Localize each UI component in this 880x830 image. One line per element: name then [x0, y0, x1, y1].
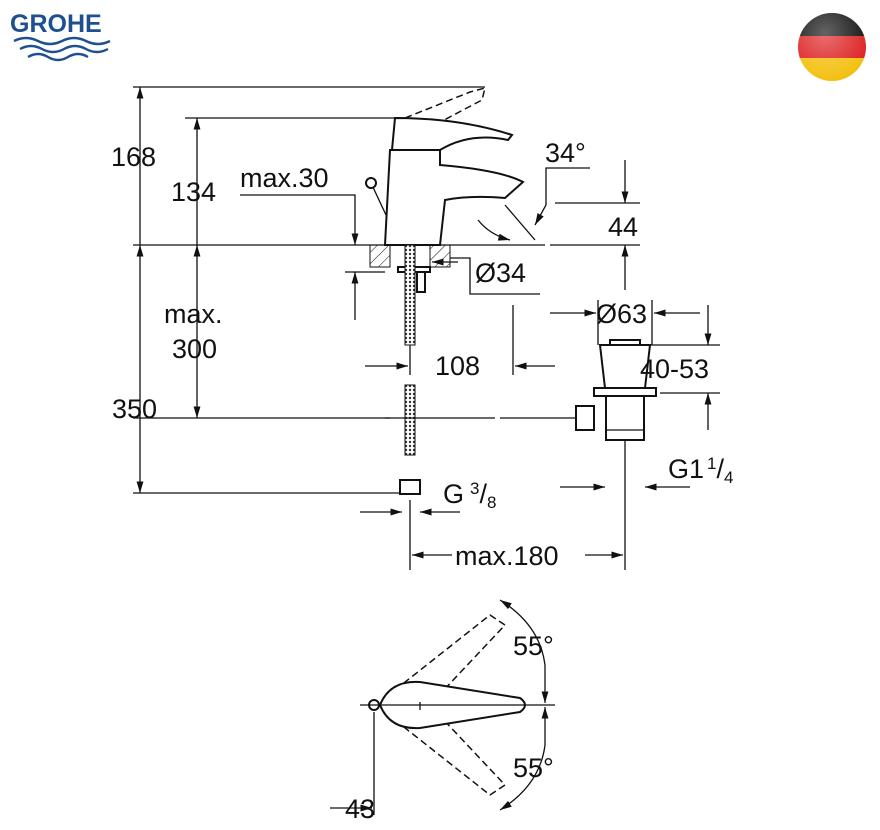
dim-350: 350 — [112, 394, 157, 424]
dim-40-53: 40-53 — [640, 354, 709, 384]
dim-diameter-63: Ø63 — [596, 299, 647, 329]
dim-max300-line1: max. — [164, 299, 223, 329]
dim-max30: max.30 — [240, 163, 329, 193]
faucet-top-view — [330, 599, 555, 815]
dim-55-degrees-bottom: 55° — [513, 753, 554, 783]
dim-168: 168 — [111, 142, 156, 172]
dim-43: 43 — [345, 794, 375, 824]
dim-55-degrees-top: 55° — [513, 631, 554, 661]
dimension-lines — [133, 86, 720, 570]
supply-and-drain — [385, 339, 657, 495]
dim-34-degrees: 34° — [545, 138, 586, 168]
germany-flag-icon — [798, 13, 866, 81]
dim-44: 44 — [608, 212, 638, 242]
logo-text: GROHE — [10, 10, 102, 38]
dim-max180: max.180 — [455, 541, 559, 571]
dim-max300-line2: 300 — [172, 334, 217, 364]
grohe-logo: GROHE — [10, 10, 111, 62]
dim-diameter-34: Ø34 — [475, 258, 526, 288]
dim-134: 134 — [171, 177, 216, 207]
faucet-side-view — [365, 86, 525, 346]
dim-108: 108 — [435, 351, 480, 381]
